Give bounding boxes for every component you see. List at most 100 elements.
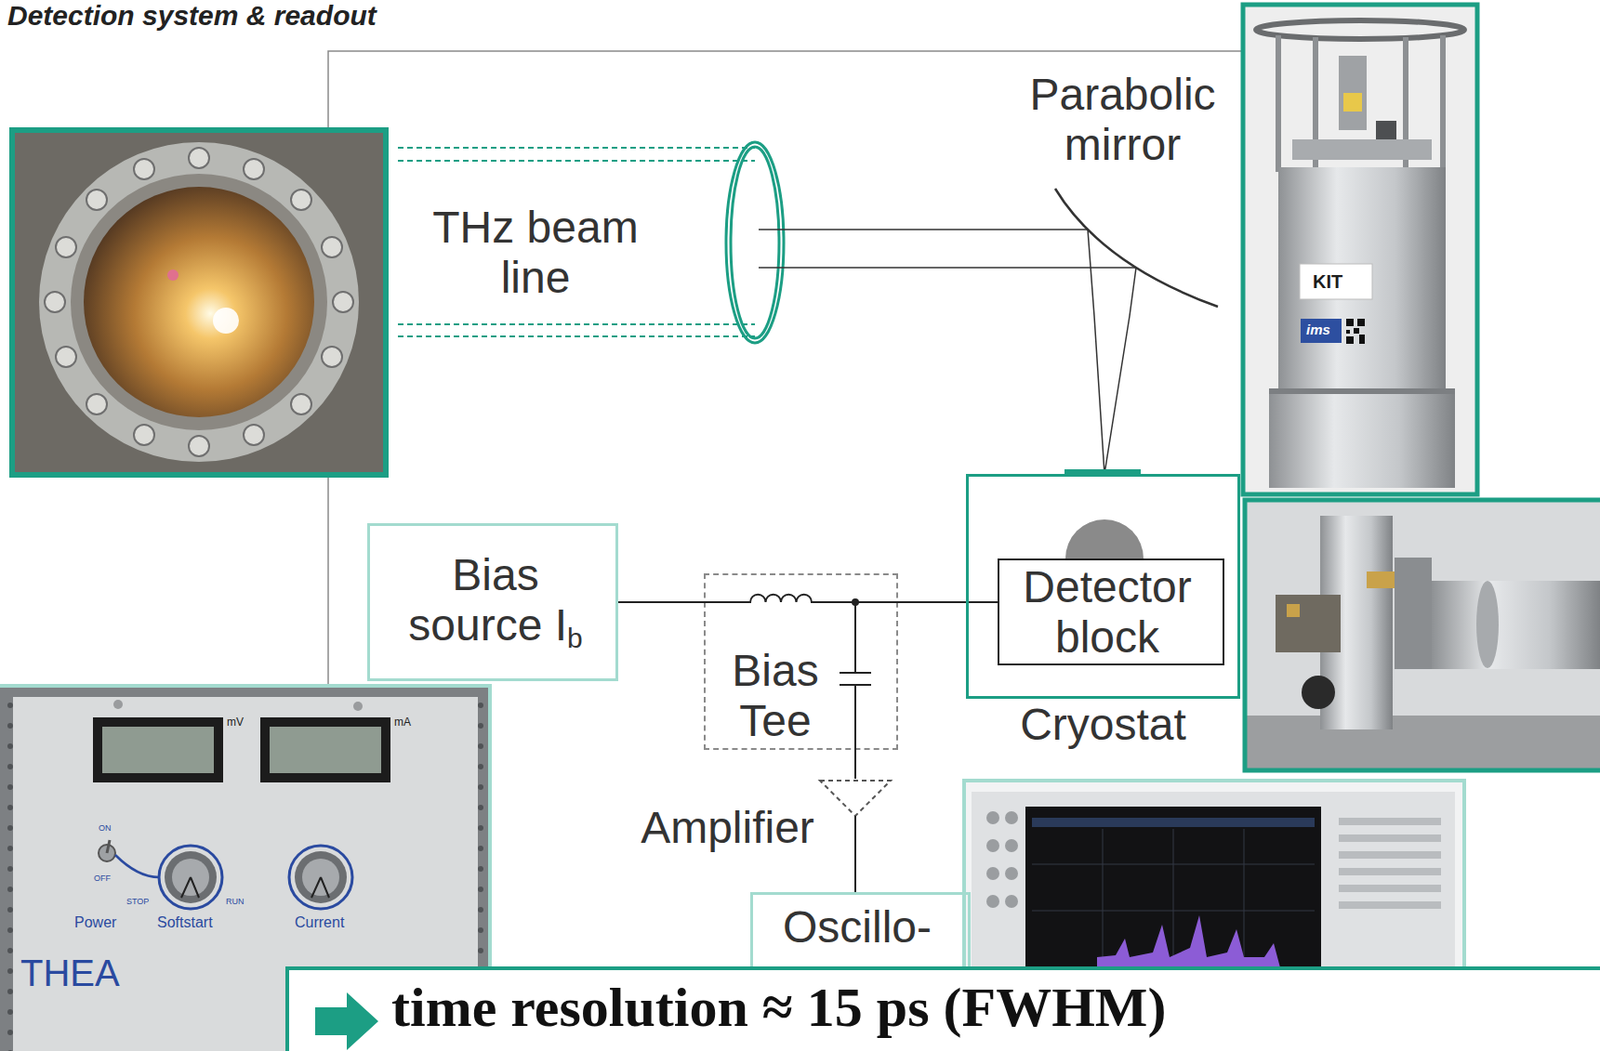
- drawing-detail: [353, 701, 363, 712]
- beam-ray: [786, 229, 1019, 268]
- frame-line: [328, 51, 1243, 687]
- beam-line: THz beam line: [397, 139, 787, 346]
- drawing-detail: [397, 147, 755, 337]
- drawing-detail: [986, 895, 1000, 909]
- bias-source-box-text-slot: Bias source Ib: [397, 550, 594, 654]
- drawing-detail: [1440, 35, 1446, 172]
- signal-wire: [854, 859, 857, 893]
- signal-wire: [854, 750, 857, 780]
- drawing-detail: [269, 727, 382, 774]
- drawing-detail: [1055, 188, 1218, 307]
- drawing-detail: [332, 291, 354, 313]
- drawing-detail: [1394, 557, 1432, 670]
- drawing-detail: [1102, 829, 1104, 972]
- drawing-detail: [212, 307, 239, 334]
- drawing-detail: [703, 595, 899, 603]
- drawing-detail: [986, 867, 1000, 881]
- viewport-photo: [12, 130, 386, 476]
- drawing-detail: [1476, 581, 1499, 669]
- drawing-detail: [397, 159, 755, 162]
- photo-label: THEA: [20, 952, 120, 994]
- drawing-detail: [1275, 595, 1341, 653]
- drawing-detail: [397, 146, 755, 149]
- drawing-detail: [964, 780, 1465, 980]
- drawing-detail: [1278, 167, 1446, 396]
- drawing-detail: [819, 780, 891, 817]
- drawing-detail: [188, 147, 210, 169]
- detector-block: Detector block: [997, 558, 1225, 666]
- photo-label: STOP: [126, 898, 149, 908]
- photo-label: ims: [1306, 322, 1331, 339]
- drawing-detail: [311, 877, 330, 899]
- drawing-detail: [1300, 318, 1342, 344]
- drawing-detail: [1346, 318, 1354, 327]
- photo-label: ON: [98, 824, 112, 834]
- drawing-detail: [1004, 867, 1019, 881]
- drawing-detail: [113, 700, 123, 710]
- drawing-detail: [321, 346, 343, 368]
- drawing-detail: [1278, 35, 1443, 172]
- drawing-detail: [167, 269, 179, 281]
- drawing-detail: [730, 146, 780, 339]
- drawing-detail: [294, 851, 347, 904]
- drawing-detail: [1338, 834, 1442, 843]
- bias-tee-box: Bias Tee: [703, 573, 899, 751]
- drawing-detail: [758, 229, 787, 268]
- photo-label: Current: [294, 914, 344, 932]
- drawing-detail: [1366, 571, 1395, 589]
- cryostat-box: CryostatDetector block: [965, 474, 1241, 700]
- drawing-detail: [1004, 895, 1019, 909]
- drawing-detail: [1004, 839, 1019, 853]
- drawing-detail: [971, 792, 1455, 979]
- amplifier-text-slot: Amplifier: [632, 803, 823, 854]
- label-slot: Power: [74, 914, 117, 932]
- drawing-detail: [1064, 469, 1141, 477]
- drawing-detail: [1343, 92, 1362, 112]
- drawing-detail: [1338, 851, 1442, 860]
- drawing-detail: [1338, 885, 1442, 893]
- arrow-icon: [307, 970, 401, 1051]
- drawing-detail: [986, 811, 1000, 825]
- drawing-detail: [1173, 829, 1175, 972]
- drawing-detail: [181, 877, 199, 899]
- drawing-detail: [1243, 829, 1245, 972]
- node-label: Bias Tee: [714, 646, 836, 747]
- detector-block-text-slot: Detector block: [999, 562, 1216, 663]
- drawing-detail: [55, 346, 77, 368]
- drawing-detail: [1244, 500, 1600, 771]
- drawing-detail: [164, 851, 217, 904]
- caption-text: time resolution ≈ 15 ps (FWHM): [391, 974, 1166, 1042]
- drawing-detail: [1004, 811, 1019, 825]
- drawing-detail: [1065, 519, 1144, 559]
- label-slot: mA: [394, 716, 411, 729]
- drawing-detail: [726, 142, 784, 344]
- drawing-detail: [290, 394, 312, 415]
- node-label: THz beam line: [414, 202, 657, 304]
- parabolic-mirror: Parabolic mirror: [1018, 69, 1237, 317]
- drawing-detail: [1338, 818, 1442, 826]
- label-slot: THEA: [20, 952, 120, 994]
- drawing-detail: [115, 855, 159, 878]
- drawing-detail: [44, 291, 66, 313]
- label-slot: ON: [98, 824, 112, 834]
- drawing-detail: [1292, 139, 1432, 160]
- drawing-detail: [290, 189, 312, 211]
- oscilloscope-box-text-slot: Oscillo-: [753, 902, 962, 953]
- drawing-detail: [315, 992, 379, 1051]
- label-slot: mV: [226, 716, 244, 729]
- drawing-detail: [243, 158, 265, 180]
- subscript: b: [567, 622, 583, 654]
- drawing-detail: [1097, 915, 1282, 972]
- node-label: Oscillo-: [753, 902, 962, 953]
- label-slot: KIT: [1312, 271, 1343, 292]
- drawing-detail: [321, 237, 343, 258]
- drawing-detail: [133, 158, 155, 180]
- drawing-detail: [1275, 35, 1282, 172]
- drawing-detail: [986, 811, 1019, 909]
- drawing-detail: [260, 717, 391, 783]
- drawing-detail: [1244, 715, 1600, 771]
- drawing-detail: [106, 840, 110, 854]
- node-label: Cryostat: [968, 700, 1238, 751]
- drawing-detail: [86, 394, 107, 415]
- beam-ray: [1094, 316, 1130, 475]
